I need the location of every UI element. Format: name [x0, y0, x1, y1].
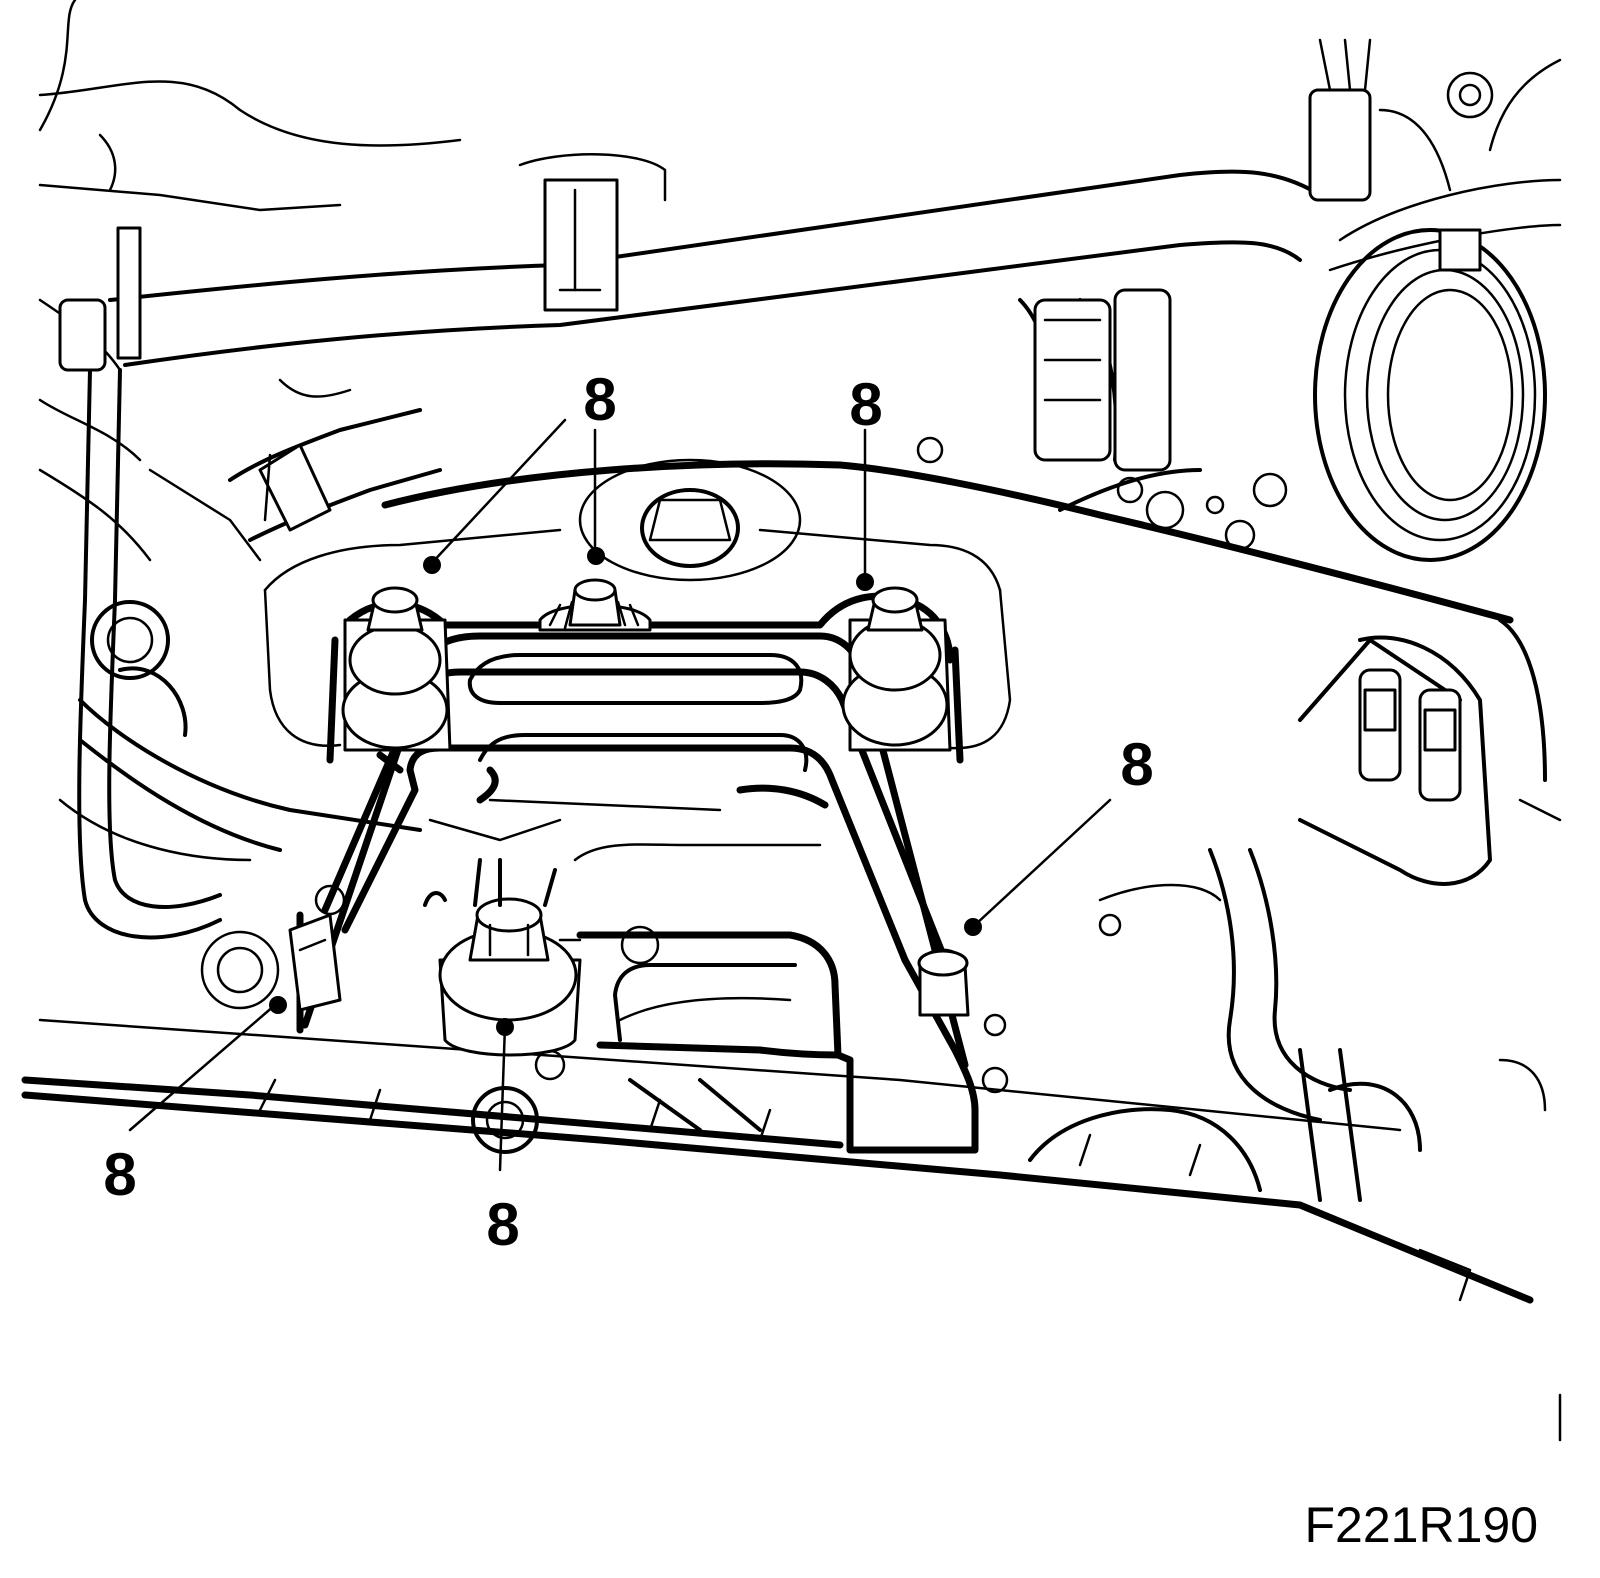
figure-id: F221R190 [1305, 1497, 1539, 1553]
callout-top-left-bolt: 8 [583, 366, 616, 433]
callout-right-bracket-bolt: 8 [1120, 731, 1153, 798]
callout-leaders [128, 418, 1112, 1172]
right-bracket-bolt [917, 948, 970, 1017]
callout-bottom-center-bolt: 8 [486, 1191, 519, 1258]
bottom-center-bolt [423, 858, 582, 1057]
callout-top-right-bolt: 8 [849, 371, 882, 438]
left-bracket-bolt [288, 913, 342, 1012]
engine-bay-background [21, 0, 1562, 1442]
callout-left-bracket-bolt: 8 [103, 1141, 136, 1208]
top-left-bolt [341, 586, 452, 752]
top-center-bolt [538, 578, 652, 632]
top-right-bolt [841, 586, 952, 752]
callout-labels: 8 8 8 8 8 8 [103, 366, 1153, 1258]
